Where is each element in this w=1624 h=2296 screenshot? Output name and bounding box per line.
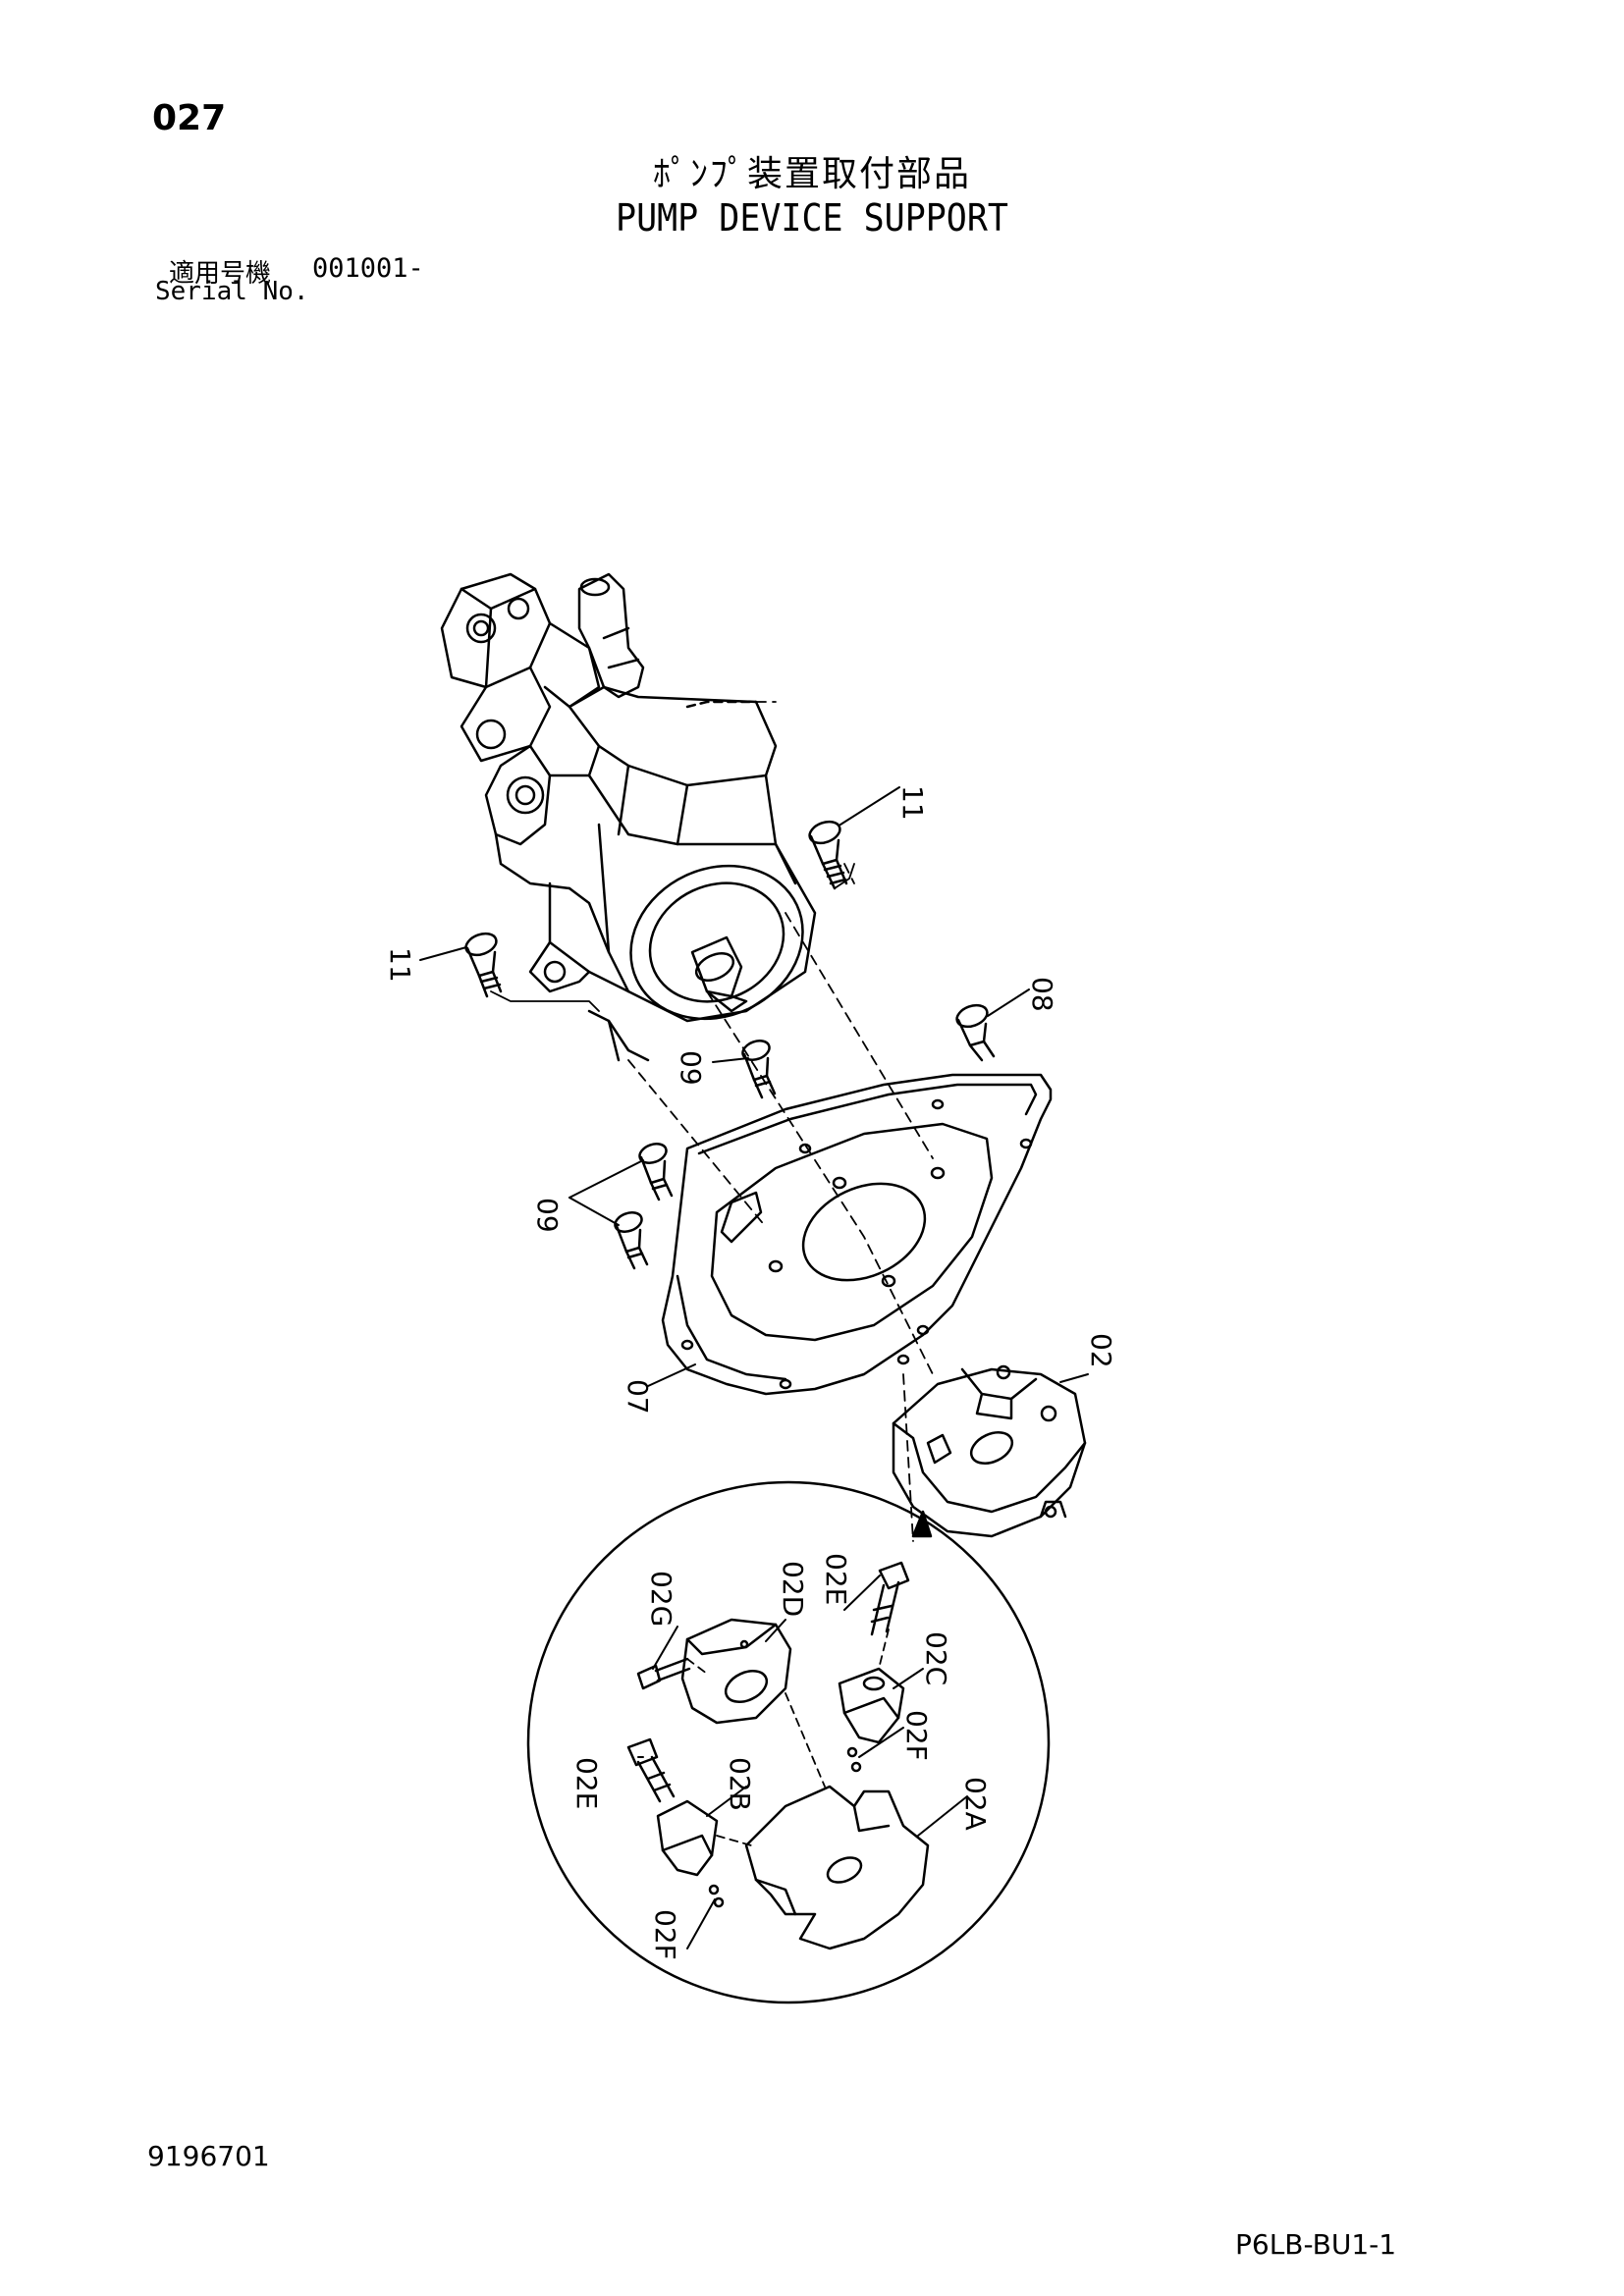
callout-02C: 02C (920, 1631, 952, 1685)
callout-02E-top: 02E (820, 1553, 852, 1605)
leader-lines (419, 786, 1089, 1949)
page-number: 027 (152, 98, 227, 138)
callout-02F-right: 02F (900, 1710, 933, 1761)
callout-09-left: 09 (531, 1198, 564, 1233)
serial-label-japanese: 適用号機 (169, 259, 272, 289)
page-title-english: PUMP DEVICE SUPPORT (616, 196, 1008, 240)
callout-08: 08 (1026, 977, 1058, 1012)
callout-02B: 02B (724, 1757, 756, 1811)
callout-09-center: 09 (675, 1050, 707, 1086)
callout-02: 02 (1085, 1333, 1117, 1368)
serial-number-value: 001001- (312, 253, 424, 284)
callout-02A: 02A (959, 1777, 992, 1831)
callout-02E-left: 02E (570, 1757, 603, 1809)
coupling-02 (892, 1364, 1087, 1538)
document-id: 9196701 (147, 2140, 270, 2172)
bolt-11-upper (808, 820, 848, 890)
callout-02G: 02G (645, 1571, 677, 1627)
bolt-09-center (741, 1040, 777, 1099)
bolt-08 (955, 1003, 996, 1062)
callout-02D: 02D (777, 1561, 809, 1617)
serial-label-english: Serial No. (155, 277, 309, 306)
callout-11-left: 11 (384, 947, 416, 983)
detail-view-circle (526, 1480, 1051, 2004)
bolt-09-left-a (638, 1143, 674, 1201)
sheet-code: P6LB-BU1-1 (1235, 2228, 1397, 2261)
callout-11-upper: 11 (896, 785, 929, 821)
callout-labels: 11 11 08 09 09 07 02 02G 02D 02E 02C 02F… (384, 785, 1117, 1960)
flywheel-housing-07 (661, 1073, 1053, 1396)
callout-02F-bottom: 02F (649, 1909, 681, 1960)
pump-assembly (440, 572, 817, 1062)
bolt-11-left (464, 932, 503, 998)
bolt-09-left-b (614, 1211, 649, 1270)
callout-07: 07 (622, 1379, 654, 1415)
page-title-japanese: ﾎﾟﾝﾌﾟ装置取付部品 (652, 154, 971, 194)
